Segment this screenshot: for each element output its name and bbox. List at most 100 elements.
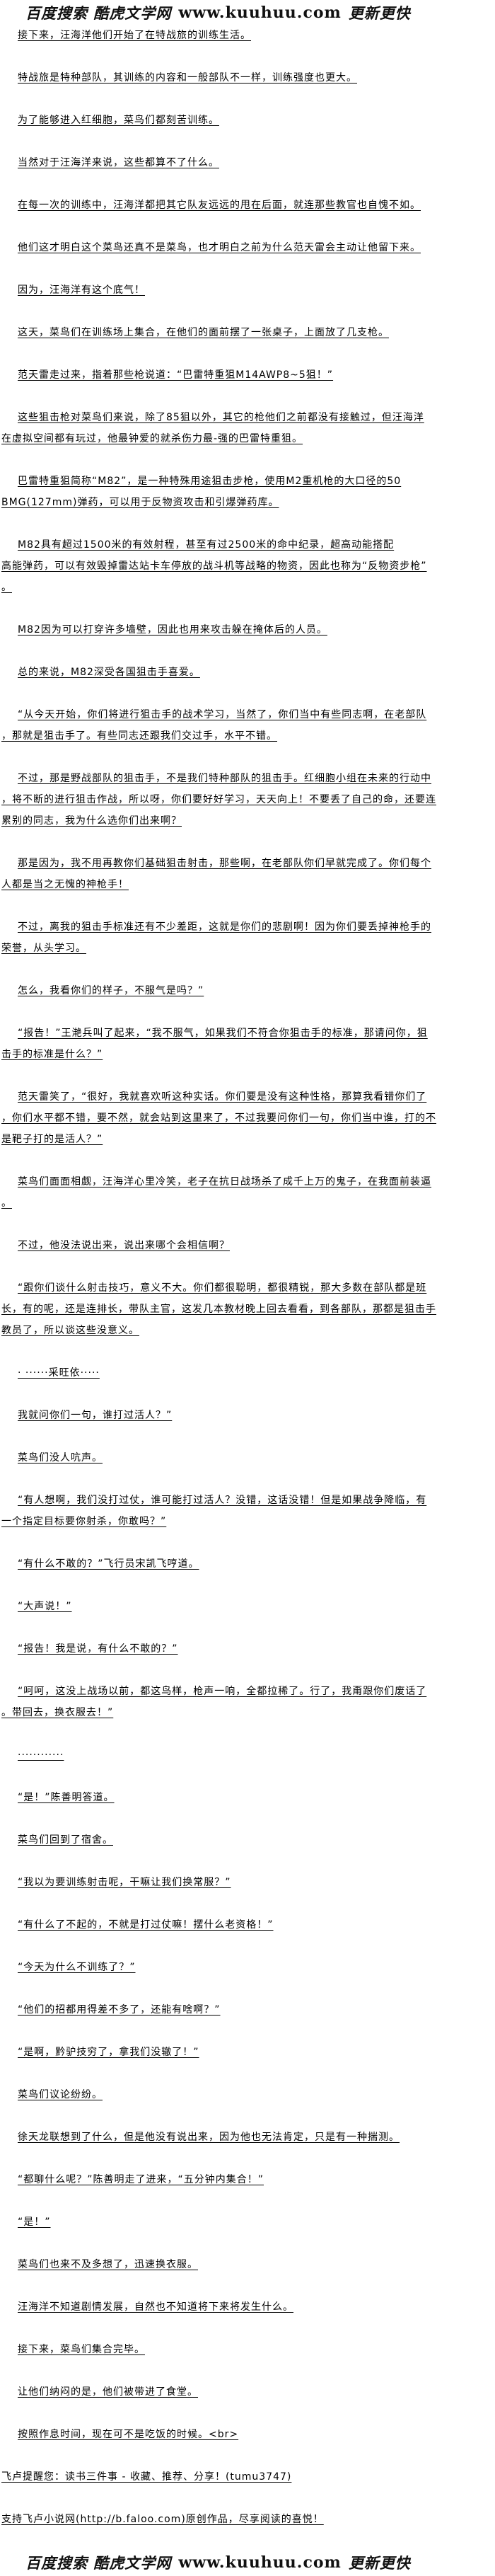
text-line: 让他们纳闷的是，他们被带进了食堂。: [1, 2381, 369, 2403]
text-line: 我就问你们一句，谁打过活人？”: [1, 1405, 369, 1426]
paragraph: 菜鸟们也来不及多想了，迅速换衣服。: [1, 2254, 369, 2275]
text-line: 是靶子打的是活人？”: [1, 1129, 369, 1150]
paragraph: “跟你们谈什么射击技巧，意义不大。你们都很聪明，都很精锐，那大多数在部队都是班长…: [1, 1277, 436, 1341]
paragraph: “有什么不敢的？”飞行员宋凯飞哼道。: [1, 1553, 369, 1575]
text-line-content: 当然对于汪海洋来说，这些都算不了什么。: [18, 157, 219, 168]
text-line-content: 这些狙击枪对菜鸟们来说，除了85狙以外，其它的枪他们之前都没有接触过，但汪海洋: [18, 412, 424, 423]
paragraph: M82因为可以打穿许多墙壁，因此也用来攻击躲在掩体后的人员。: [1, 619, 369, 640]
text-line: 不过，离我的狙击手标准还有不少差距，这就是你们的悲剧啊！因为你们要丢掉神枪手的: [1, 916, 431, 938]
text-line: 。: [1, 1192, 369, 1214]
text-line-content: 不过，离我的狙击手标准还有不少差距，这就是你们的悲剧啊！因为你们要丢掉神枪手的: [18, 921, 431, 933]
paragraph: “他们的招都用得差不多了，还能有啥啊？”: [1, 1999, 369, 2020]
text-line: “今天为什么不训练了？”: [1, 1957, 369, 1978]
text-line: “有人想啊，我们没打过仗，谁可能打过活人？没错，这话没错！但是如果战争降临，有: [1, 1490, 426, 1511]
site-banner-bottom: 百度搜索 酷虎文学网 www.kuuhuu.com 更新更快: [0, 2550, 411, 2575]
text-line: 当然对于汪海洋来说，这些都算不了什么。: [1, 152, 369, 173]
paragraph: 支持飞卢小说网(http://b.faloo.com)原创作品，尽享阅读的喜悦！: [1, 2509, 369, 2530]
text-line: 范天雷走过来，指着那些枪说道：“巴雷特重狙M14AWP8~5狙！”: [1, 364, 369, 386]
text-line-content: 支持飞卢小说网(http://b.faloo.com)原创作品，尽享阅读的喜悦！: [1, 2514, 324, 2525]
text-line-content: “大声说！”: [18, 1601, 72, 1612]
text-line: “跟你们谈什么射击技巧，意义不大。你们都很聪明，都很精锐，那大多数在部队都是班: [1, 1277, 426, 1299]
text-line: 菜鸟们回到了宿舍。: [1, 1829, 369, 1851]
text-line-content: 接下来，汪海洋他们开始了在特战旅的训练生活。: [18, 30, 251, 41]
text-line: “是！”陈善明答道。: [1, 1787, 369, 1808]
text-line: 人都是当之无愧的神枪手！: [1, 874, 369, 895]
text-line-content: 因为，汪海洋有这个底气！: [18, 284, 145, 296]
text-line: 菜鸟们也来不及多想了，迅速换衣服。: [1, 2254, 369, 2275]
text-line-content: 不过，他没法说出来，说出来哪个会相信啊？: [18, 1240, 230, 1251]
paragraph: 这天，菜鸟们在训练场上集合，在他们的面前摆了一张桌子，上面放了几支枪。: [1, 322, 388, 343]
paragraph: 因为，汪海洋有这个底气！: [1, 280, 369, 301]
paragraph: 这些狙击枪对菜鸟们来说，除了85狙以外，其它的枪他们之前都没有接触过，但汪海洋在…: [1, 407, 424, 449]
paragraph: · ······采旺依·····: [1, 1362, 369, 1384]
text-line-content: ，将不断的进行狙击作战，所以呀，你们要好好学习，天天向上！不要丢了自己的命，还要…: [1, 794, 436, 805]
text-line-content: 。: [1, 1197, 12, 1209]
text-line: 接下来，汪海洋他们开始了在特战旅的训练生活。: [1, 25, 369, 46]
text-line: 汪海洋不知道剧情发展，自然也不知道将下来将发生什么。: [1, 2296, 369, 2318]
text-line-content: 接下来，菜鸟们集合完毕。: [18, 2344, 145, 2355]
text-line-content: ············: [18, 1749, 64, 1761]
text-line-content: 范天雷走过来，指着那些枪说道：“巴雷特重狙M14AWP8~5狙！”: [18, 369, 334, 381]
paragraph: 接下来，菜鸟们集合完毕。: [1, 2339, 369, 2360]
text-line-content: M82具有超过1500米的有效射程，甚至有过2500米的命中纪录，超高动能搭配: [18, 539, 395, 551]
paragraph: “呵呵，这没上战场以前，都这鸟样，枪声一响，全都拉稀了。行了，我甭跟你们废话了。…: [1, 1681, 426, 1723]
text-line: 为了能够进入红细胞，菜鸟们都刻苦训练。: [1, 110, 369, 131]
text-line: 巴雷特重狙简称“M82”，是一种特殊用途狙击步枪，使用M2重机枪的大口径的50: [1, 471, 400, 492]
text-line-content: “呵呵，这没上战场以前，都这鸟样，枪声一响，全都拉稀了。行了，我甭跟你们废话了: [18, 1686, 427, 1697]
text-line: “报告！我是说，有什么不敢的？”: [1, 1638, 369, 1660]
text-line-content: “我以为要训练射击呢，干嘛让我们换常服？”: [18, 1877, 231, 1888]
paragraph: “有什么了不起的，不就是打过仗嘛！摆什么老资格！”: [1, 1914, 369, 1936]
banner-site-url: www.kuuhuu.com: [178, 2553, 342, 2572]
paragraph: 那是因为，我不用再教你们基础狙击射击，那些啊，在老部队你们早就完成了。你们每个人…: [1, 853, 431, 895]
text-line: 按照作息时间，现在可不是吃饭的时候。<br>: [1, 2424, 369, 2445]
paragraph: 特战旅是特种部队，其训练的内容和一般部队不一样，训练强度也更大。: [1, 67, 369, 88]
text-line-content: 在虚拟空间都有玩过，他最钟爱的就杀伤力最-强的巴雷特重狙。: [1, 433, 303, 444]
paragraph: “是！”陈善明答道。: [1, 1787, 369, 1808]
text-line: “从今天开始，你们将进行狙击手的战术学习，当然了，你们当中有些同志啊，在老部队: [1, 704, 426, 725]
text-line-content: 累别的同志，我为什么选你们出来啊？: [1, 815, 182, 827]
paragraph: “是啊，黔驴技穷了，拿我们没辙了！”: [1, 2042, 369, 2063]
paragraph: 不过，那是野战部队的狙击手，不是我们特种部队的狙击手。红细胞小组在未来的行动中 ，…: [1, 768, 436, 832]
chapter-text: 接下来，汪海洋他们开始了在特战旅的训练生活。特战旅是特种部队，其训练的内容和一般…: [1, 25, 436, 2551]
text-line: M82因为可以打穿许多墙壁，因此也用来攻击躲在掩体后的人员。: [1, 619, 369, 640]
text-line: 击手的标准是什么？”: [1, 1044, 369, 1065]
paragraph: 菜鸟们回到了宿舍。: [1, 1829, 369, 1851]
text-line-content: 高能弹药，可以有效毁掉雷达站卡车停放的战斗机等战略的物资，因此也称为“反物资步枪…: [1, 560, 427, 572]
text-line-content: 是靶子打的是活人？”: [1, 1134, 103, 1145]
text-line-content: 教员了，所以谈这些没意义。: [1, 1325, 139, 1336]
text-line: 不过，那是野战部队的狙击手，不是我们特种部队的狙击手。红细胞小组在未来的行动中: [1, 768, 431, 789]
text-line: 在虚拟空间都有玩过，他最钟爱的就杀伤力最-强的巴雷特重狙。: [1, 428, 369, 449]
text-line: 菜鸟们议论纷纷。: [1, 2084, 369, 2105]
paragraph: “从今天开始，你们将进行狙击手的战术学习，当然了，你们当中有些同志啊，在老部队，…: [1, 704, 426, 747]
text-line: 飞卢提醒您：读书三件事 - 收藏、推荐、分享！(tumu3747): [1, 2466, 369, 2488]
paragraph: “报告！”王滟兵叫了起来，“我不服气，如果我们不符合你狙击手的标准，那请问你，狙…: [1, 1023, 427, 1065]
site-banner-top: 百度搜索 酷虎文学网 www.kuuhuu.com 更新更快: [0, 0, 495, 25]
paragraph: ············: [1, 1744, 369, 1766]
text-line: “是啊，黔驴技穷了，拿我们没辙了！”: [1, 2042, 369, 2063]
text-line-content: 特战旅是特种部队，其训练的内容和一般部队不一样，训练强度也更大。: [18, 72, 357, 84]
text-line-content: “跟你们谈什么射击技巧，意义不大。你们都很聪明，都很精锐，那大多数在部队都是班: [18, 1282, 427, 1294]
text-line-content: 菜鸟们面面相觑，汪海洋心里冷笑，老子在抗日战场杀了成千上万的鬼子，在我面前装逼: [18, 1176, 431, 1188]
text-line: 他们这才明白这个菜鸟还真不是菜鸟，也才明白之前为什么范天雷会主动让他留下来。: [1, 237, 420, 258]
banner-slogan-left: 百度搜索 酷虎文学网: [25, 4, 172, 22]
paragraph: 范天雷笑了，“很好，我就喜欢听这种实话。你们要是没有这种性格，那算我看错你们了，…: [1, 1086, 436, 1150]
paragraph: “是！”: [1, 2212, 369, 2233]
text-line: 那是因为，我不用再教你们基础狙击射击，那些啊，在老部队你们早就完成了。你们每个: [1, 853, 431, 874]
text-line-content: 不过，那是野战部队的狙击手，不是我们特种部队的狙击手。红细胞小组在未来的行动中: [18, 773, 431, 784]
text-line-content: M82因为可以打穿许多墙壁，因此也用来攻击躲在掩体后的人员。: [18, 624, 327, 636]
text-line: 教员了，所以谈这些没意义。: [1, 1320, 369, 1341]
paragraph: 我就问你们一句，谁打过活人？”: [1, 1405, 369, 1426]
text-line: 这些狙击枪对菜鸟们来说，除了85狙以外，其它的枪他们之前都没有接触过，但汪海洋: [1, 407, 424, 428]
text-line-content: 飞卢提醒您：读书三件事 - 收藏、推荐、分享！(tumu3747): [1, 2471, 292, 2483]
text-line: BMG(127mm)弹药，可以用于反物资攻击和引爆弹药库。: [1, 492, 369, 513]
text-line: “我以为要训练射击呢，干嘛让我们换常服？”: [1, 1872, 369, 1893]
text-line-content: 这天，菜鸟们在训练场上集合，在他们的面前摆了一张桌子，上面放了几支枪。: [18, 327, 389, 338]
paragraph: 为了能够进入红细胞，菜鸟们都刻苦训练。: [1, 110, 369, 131]
text-line: 支持飞卢小说网(http://b.faloo.com)原创作品，尽享阅读的喜悦！: [1, 2509, 369, 2530]
text-line-content: 怎么，我看你们的样子，不服气是吗？”: [18, 985, 204, 996]
text-line-content: 为了能够进入红细胞，菜鸟们都刻苦训练。: [18, 115, 219, 126]
banner-site-url: www.kuuhuu.com: [178, 3, 342, 22]
text-line-content: 按照作息时间，现在可不是吃饭的时候。<br>: [18, 2429, 239, 2440]
text-line: “他们的招都用得差不多了，还能有啥啊？”: [1, 1999, 369, 2020]
